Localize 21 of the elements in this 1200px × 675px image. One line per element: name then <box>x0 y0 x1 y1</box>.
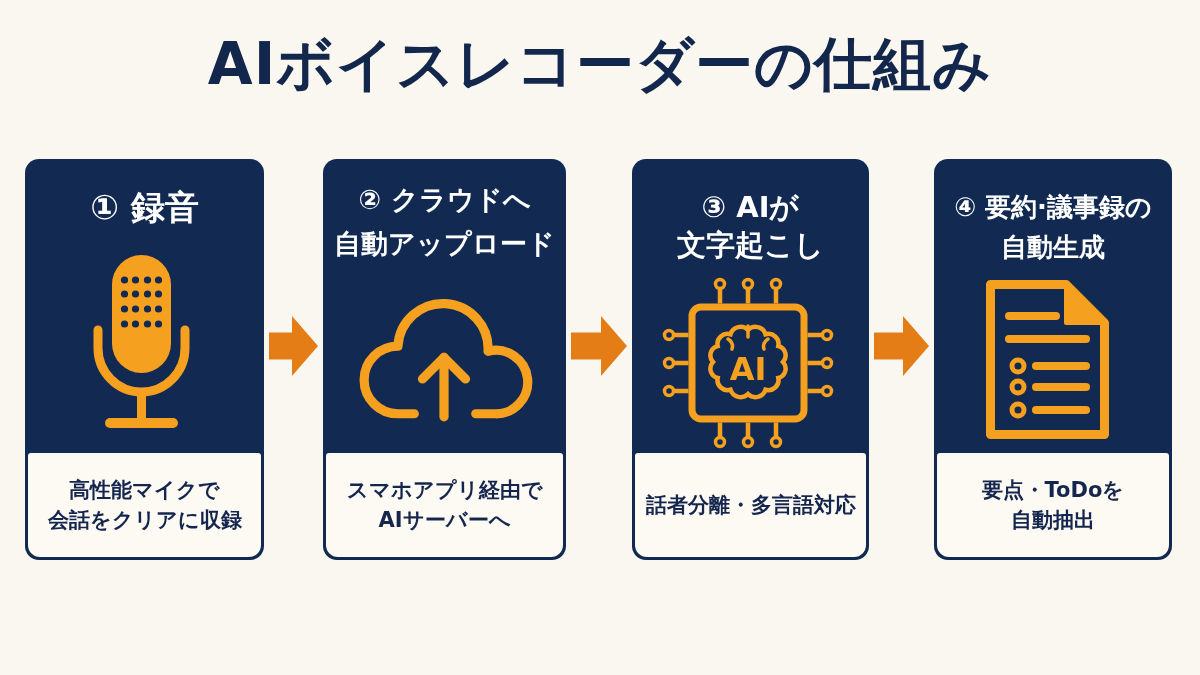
step-title: ④ 要約·議事録の自動生成 <box>954 191 1152 264</box>
description-panel <box>28 453 261 557</box>
description-panel <box>326 453 563 557</box>
step-title: ① 録音 <box>90 186 199 229</box>
arrow <box>269 316 318 376</box>
step-card <box>25 159 264 560</box>
arrow <box>571 316 627 376</box>
step-description: 要点・ToDoを自動抽出 <box>981 477 1125 534</box>
step-description: 高性能マイクで会話をクリアに収録 <box>47 477 242 534</box>
step-title: ③ AIが文字起こし <box>677 189 824 264</box>
step-title: ② クラウドへ自動アップロード <box>334 183 555 261</box>
step-description: 話者分離・多言語対応 <box>645 492 856 519</box>
step-card <box>934 159 1172 560</box>
chip-label: AI <box>729 353 767 385</box>
description-panel <box>937 453 1169 557</box>
diagram-title: AIボイスレコーダーの仕組み <box>207 29 993 99</box>
step-description: スマホアプリ経由でAIサーバーへ <box>346 477 543 534</box>
arrow <box>874 316 929 376</box>
step-card <box>632 159 869 560</box>
description-panel <box>635 453 866 557</box>
step-card <box>323 159 566 560</box>
